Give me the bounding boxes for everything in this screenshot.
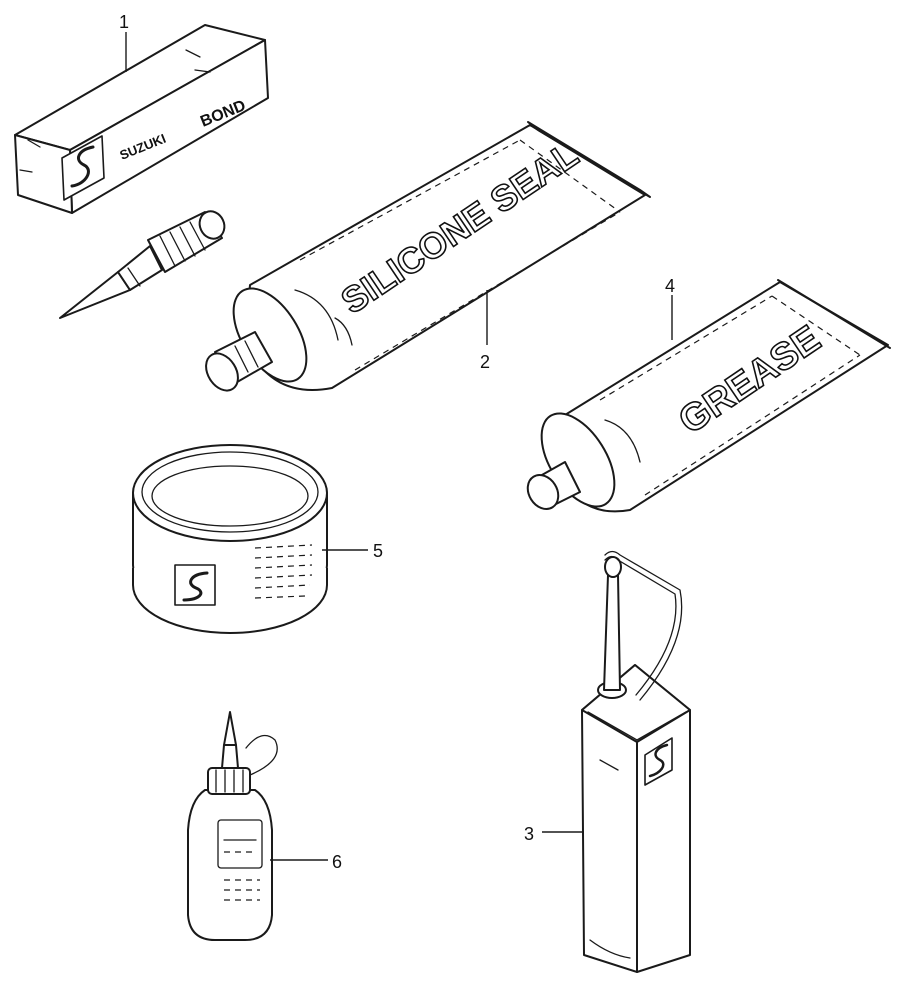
suzuki-s-logo-icon: [61, 135, 105, 201]
silicone-seal-tube: SILICONE SEAL: [205, 121, 651, 392]
part-number-3: 3: [524, 824, 534, 844]
grease-tube: GREASE: [526, 279, 891, 513]
oil-bottle: [187, 711, 278, 941]
part-number-6: 6: [332, 852, 342, 872]
part-number-2: 2: [480, 352, 490, 372]
part-number-5: 5: [373, 541, 383, 561]
part-number-4: 4: [665, 276, 675, 296]
suzuki-s-logo-icon: [174, 564, 216, 606]
bond-box: SUZUKI BOND: [14, 24, 269, 214]
nozzle: [59, 210, 226, 319]
suzuki-s-logo-icon: [644, 737, 673, 786]
grease-can: [132, 444, 328, 634]
part-number-1: 1: [119, 12, 129, 32]
can-print-lines: [254, 544, 313, 599]
oil-can: [581, 550, 691, 973]
